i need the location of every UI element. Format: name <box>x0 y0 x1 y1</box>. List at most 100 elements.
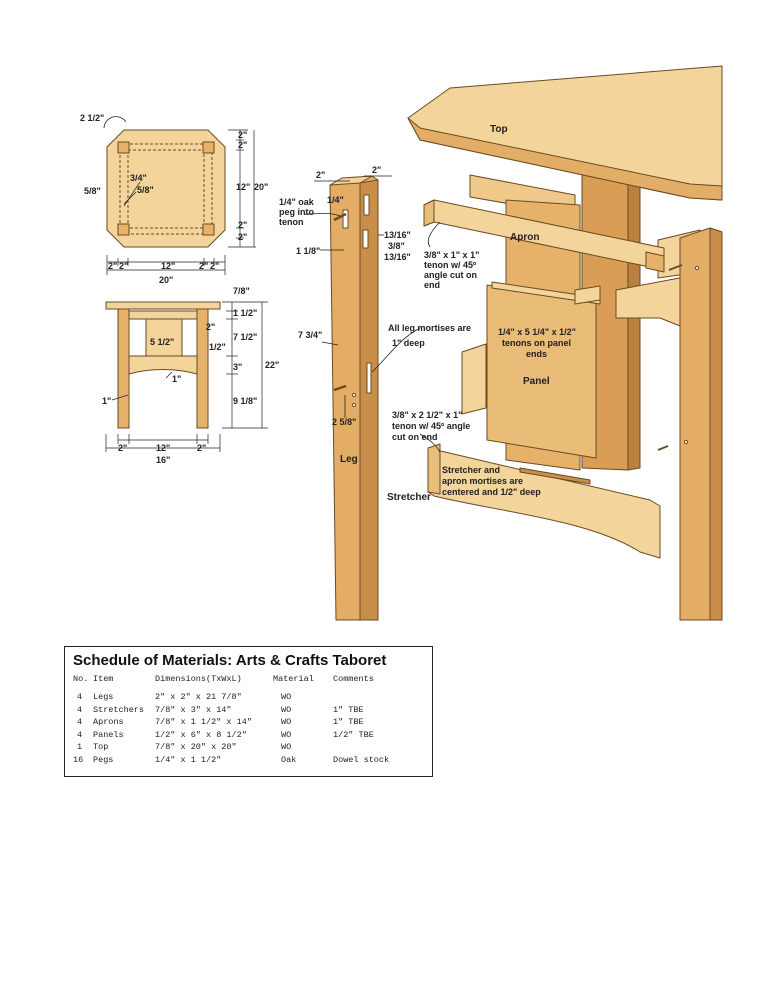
panel-tenon-note-line2: tenons on panel <box>502 338 571 348</box>
panel-label: Panel <box>523 376 550 387</box>
cell-material: WO <box>281 704 292 715</box>
panel-tenon <box>461 343 487 415</box>
leg-dim-quarter: 1/4" <box>327 195 344 205</box>
side-dim-1b: 1" <box>102 396 111 406</box>
top-dim-r2d: 2" <box>238 232 247 242</box>
side-dim-7-1-2: 7 1/2" <box>233 332 257 342</box>
cell-material: WO <box>281 729 292 740</box>
cell-item: Pegs <box>93 755 114 765</box>
schedule-title: Schedule of Materials: Arts & Crafts Tab… <box>73 652 387 669</box>
front-panel <box>486 284 597 459</box>
centered-note-line3: centered and 1/2" deep <box>442 487 541 497</box>
cell-no: 4 <box>77 729 83 740</box>
header-material: Material <box>273 674 314 684</box>
leg-dim-7-3-4: 7 3/4" <box>298 330 322 340</box>
side-dim-b16: 16" <box>156 455 170 465</box>
peg-note-line1: 1/4" oak <box>279 197 315 207</box>
apron-tenon-note-line2: tenon w/ 45º <box>424 260 477 270</box>
top-dim-b20: 20" <box>159 275 173 285</box>
top-dim-r2a: 2" <box>238 130 247 140</box>
apron-label: Apron <box>510 232 539 243</box>
side-dim-1-1-2: 1 1/2" <box>233 308 257 318</box>
table-row: 16 Pegs 1/4" x 1 1/2" Oak Dowel stock <box>73 755 423 767</box>
centered-note-line1: Stretcher and <box>442 465 500 475</box>
cell-dimensions: 7/8" x 1 1/2" x 14" <box>155 717 252 728</box>
cell-comments: 1" TBE <box>333 717 364 728</box>
centered-note-line2: apron mortises are <box>442 476 523 486</box>
top-dim-b12: 12" <box>161 261 175 271</box>
leg-dim-3-8: 3/8" <box>388 241 405 251</box>
top-label: Top <box>490 124 508 135</box>
exploded-view <box>329 65 723 621</box>
top-plan-view: 2 1/2" 3/4" 5/8" 5/8" 2" 2" 12" 20" 2" 2… <box>80 113 268 285</box>
table-row: 4 Panels 1/2" x 6" x 8 1/2" WO 1/2" TBE <box>73 730 423 742</box>
top-dim-2-1-2: 2 1/2" <box>80 113 104 123</box>
cell-comments: 1" TBE <box>333 704 364 715</box>
cell-item: Stretchers <box>93 704 145 715</box>
side-dim-1-2: 1/2" <box>209 342 226 352</box>
front-stretcher <box>427 447 661 559</box>
stretcher-tenon-note-line1: 3/8" x 2 1/2" x 1" <box>392 410 462 420</box>
leg-dim-1-1-8: 1 1/8" <box>296 246 320 256</box>
header-item: Item <box>93 674 114 684</box>
apron-tenon-note-line1: 3/8" x 1" x 1" <box>424 250 479 260</box>
leg-dim-13-16a: 13/16" <box>384 230 411 240</box>
cell-item: Legs <box>93 692 114 702</box>
leg-dim-2b: 2" <box>372 165 381 175</box>
leader-lines <box>303 175 441 453</box>
side-elevation-view <box>105 301 221 429</box>
leg-label: Leg <box>340 454 358 465</box>
cell-material: WO <box>281 742 292 753</box>
schedule-of-materials: Schedule of Materials: Arts & Crafts Tab… <box>64 646 433 777</box>
side-dim-3: 3" <box>233 362 242 372</box>
table-row: 4 Aprons 7/8" x 1 1/2" x 14" WO 1" TBE <box>73 717 423 729</box>
top-dim-3-4: 3/4" <box>130 173 147 183</box>
top-dim-r12: 12" <box>236 182 250 192</box>
cell-item: Aprons <box>93 717 124 728</box>
top-dim-5-8a: 5/8" <box>84 186 101 196</box>
header-dimensions: Dimensions(TxWxL) <box>155 674 242 684</box>
cell-no: 16 <box>73 755 84 765</box>
top-dim-b2b: 2" <box>119 261 128 271</box>
top-dim-b2a: 2" <box>108 261 117 271</box>
schedule-header-row: No. Item Dimensions(TxWxL) Material Comm… <box>73 674 423 686</box>
leg-dim-2-5-8: 2 5/8" <box>332 417 356 427</box>
side-dim-9-1-8: 9 1/8" <box>233 396 257 406</box>
leg-dim-13-16b: 13/16" <box>384 252 411 262</box>
top-dim-r20: 20" <box>254 182 268 192</box>
stretcher-label: Stretcher <box>387 492 431 503</box>
cell-comments: 1/2" TBE <box>333 729 374 740</box>
apron-tenon-note-line4: end <box>424 280 440 290</box>
cell-no: 4 <box>77 704 83 715</box>
peg-note-line2: peg into <box>279 207 314 217</box>
leg-dim-2a: 2" <box>316 170 325 180</box>
side-dim-b2b: 2" <box>197 443 206 453</box>
side-dim-b2a: 2" <box>118 443 127 453</box>
cell-item: Panels <box>93 729 124 740</box>
cell-material: WO <box>281 717 292 728</box>
side-dim-2: 2" <box>206 322 215 332</box>
stretcher-tenon-note-line3: cut on end <box>392 432 438 442</box>
top-dim-b2c: 2" <box>199 261 208 271</box>
cell-item: Top <box>93 742 109 753</box>
side-dim-7-8: 7/8" <box>233 286 250 296</box>
top-dim-5-8b: 5/8" <box>137 185 154 195</box>
top-dim-r2b: 2" <box>238 140 247 150</box>
cell-dimensions: 1/4" x 1 1/2" <box>155 755 222 765</box>
cell-dimensions: 1/2" x 6" x 8 1/2" <box>155 729 247 740</box>
cell-dimensions: 7/8" x 20" x 20" <box>155 742 237 753</box>
tabletop <box>407 65 723 201</box>
panel-tenon-note-line3: ends <box>526 349 547 359</box>
cell-dimensions: 2" x 2" x 21 7/8" <box>155 692 242 702</box>
cell-material: Oak <box>281 755 297 765</box>
mortise-note-line1: All leg mortises are <box>388 323 471 333</box>
cell-no: 4 <box>77 717 83 728</box>
side-dim-b12: 12" <box>156 443 170 453</box>
cell-no: 4 <box>77 692 83 702</box>
cell-comments: Dowel stock <box>333 755 390 765</box>
side-dim-5-1-2: 5 1/2" <box>150 337 174 347</box>
panel-tenon-note-line1: 1/4" x 5 1/4" x 1/2" <box>498 327 576 337</box>
